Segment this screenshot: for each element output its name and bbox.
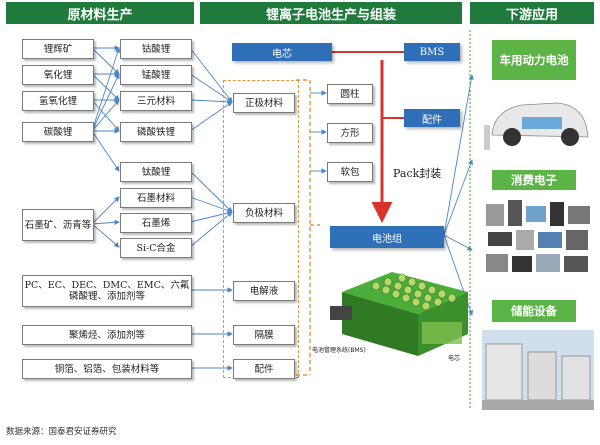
raw-electrolyte: PC、EC、DEC、DMC、EMC、六氟磷酸锂、添加剂等 xyxy=(22,275,192,307)
header-downstream: 下游应用 xyxy=(470,2,594,24)
raw-graphite-ore: 石墨矿、沥青等 xyxy=(22,209,94,241)
downstream-ev: 车用动力电池 xyxy=(492,40,576,80)
cell-shape-pouch: 软包 xyxy=(327,162,373,182)
comp-parts: 配件 xyxy=(233,359,295,379)
raw-parts: 铜箔、铝箔、包装材料等 xyxy=(22,359,192,379)
accessory-bar: 配件 xyxy=(404,109,460,127)
cell-shape-cylinder: 圆柱 xyxy=(327,84,373,104)
header-raw-materials: 原材料生产 xyxy=(6,2,194,24)
raw-li2co3: 碳酸锂 xyxy=(22,122,94,142)
battery-pack-bar: 电池组 xyxy=(330,226,444,248)
downstream-consumer: 消费电子 xyxy=(492,170,576,190)
comp-separator: 隔膜 xyxy=(233,325,295,345)
battery-pack-image xyxy=(330,272,468,356)
ev-car-image xyxy=(484,102,589,150)
mat-lfp: 磷酸铁锂 xyxy=(120,122,192,142)
mat-graphene: 石墨烯 xyxy=(120,213,192,233)
raw-lioh: 氢氧化锂 xyxy=(22,91,94,111)
mat-ncm: 三元材料 xyxy=(120,91,192,111)
comp-anode: 负极材料 xyxy=(233,203,295,223)
raw-separator: 聚烯烃、添加剂等 xyxy=(22,325,192,345)
header-battery-production: 锂离子电池生产与组装 xyxy=(200,2,462,24)
mat-lto: 钛酸锂 xyxy=(120,162,192,182)
consumer-electronics-image xyxy=(486,200,590,272)
storage-equipment-image xyxy=(482,330,594,410)
comp-cathode: 正极材料 xyxy=(233,93,295,113)
cell-shape-prismatic: 方形 xyxy=(327,123,373,143)
pack-assembly-label: Pack封装 xyxy=(393,167,442,180)
pack-bms-label: 电池管理系统(BMS) xyxy=(312,347,366,354)
mat-lco: 钴酸锂 xyxy=(120,39,192,59)
mat-lmo: 锰酸锂 xyxy=(120,65,192,85)
mat-graphite: 石墨材料 xyxy=(120,188,192,208)
bms-bar: BMS xyxy=(404,43,460,61)
raw-li2o: 氧化锂 xyxy=(22,65,94,85)
comp-electrolyte: 电解液 xyxy=(233,281,295,301)
pack-cell-label: 电芯 xyxy=(448,355,461,362)
cell-bar: 电芯 xyxy=(232,43,332,61)
raw-li-ore: 锂辉矿 xyxy=(22,39,94,59)
downstream-storage: 储能设备 xyxy=(492,300,576,322)
data-source-note: 数据来源：国泰君安证券研究 xyxy=(6,427,117,437)
mat-sic: Si-C合金 xyxy=(120,238,192,258)
